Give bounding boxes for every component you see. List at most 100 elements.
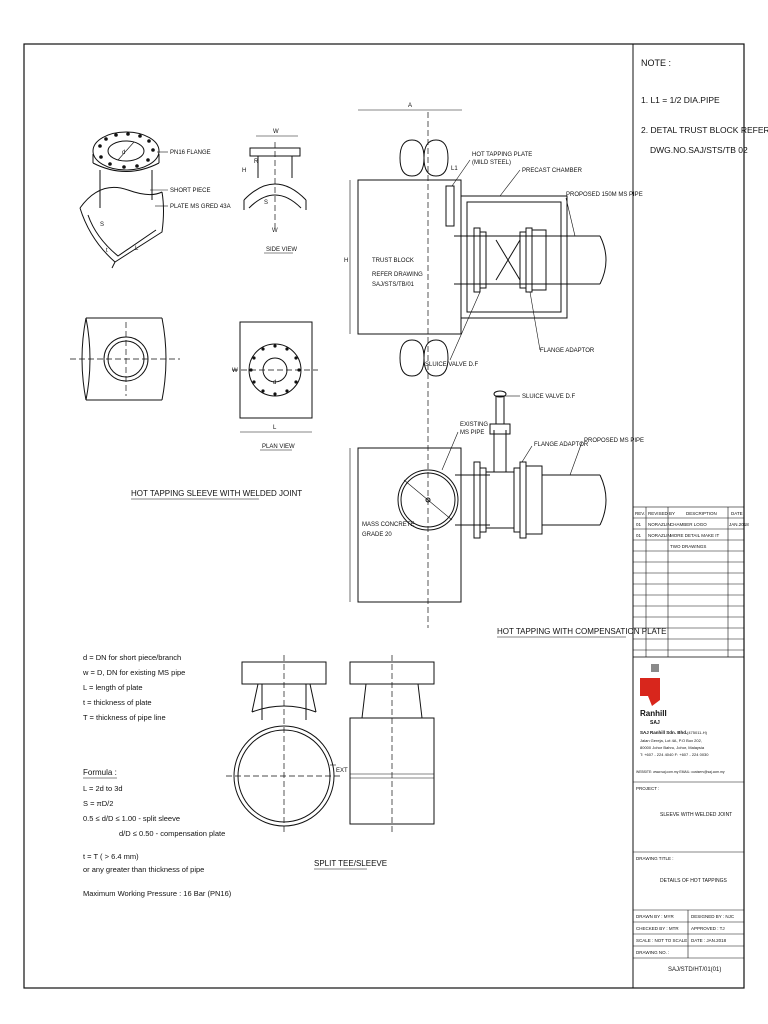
sheet-border bbox=[23, 43, 745, 989]
title-welded-joint: HOT TAPPING SLEEVE WITH WELDED JOINT bbox=[131, 489, 302, 498]
rev-row-1-desc: CHAMBER LOGO bbox=[670, 522, 707, 527]
drawing-title: DETAILS OF HOT TAPPINGS bbox=[660, 878, 728, 884]
label-mass-concrete-2: GRADE 20 bbox=[362, 532, 392, 538]
iso-dim-t: t bbox=[106, 248, 108, 254]
rev-row-3-desc: TWO DRAWINGS bbox=[670, 544, 706, 549]
side-view-title: SIDE VIEW bbox=[266, 247, 297, 253]
sleeve-side-view bbox=[349, 655, 435, 834]
side-dim-s: S bbox=[264, 200, 268, 206]
drawing-date: DATE : JAN.2018 bbox=[691, 938, 727, 943]
project-label: PROJECT : bbox=[636, 786, 659, 791]
rev-row-1-by: NORAZLIN bbox=[648, 522, 671, 527]
legend-line-4: t = thickness of plate bbox=[83, 698, 152, 707]
side-dim-w: W bbox=[273, 129, 279, 135]
formula-line-3: 0.5 ≤ d/D ≤ 1.00 - split sleeve bbox=[83, 814, 180, 823]
legend-block: d = DN for short piece/branch w = D, DN … bbox=[82, 653, 185, 722]
dim-a: A bbox=[408, 103, 412, 109]
iso-dim-s: S bbox=[100, 222, 104, 228]
iso-dim-l: L bbox=[135, 246, 139, 252]
formula-line-2: S = πD/2 bbox=[83, 799, 113, 808]
label-refer-drawing: REFER DRAWING bbox=[372, 272, 423, 278]
company-reg: (475011-H) bbox=[687, 730, 708, 735]
compensation-plate-view: SLUICE VALVE D.F EXISTING MS PIPE FLANGE… bbox=[349, 390, 644, 603]
label-proposed-pipe: PROPOSED 150M MS PIPE bbox=[566, 192, 643, 198]
side-dim-r: R bbox=[254, 159, 259, 165]
formula-block: Formula : L = 2d to 3d S = πD/2 0.5 ≤ d/… bbox=[83, 768, 232, 898]
company-logo-sub: SAJ bbox=[650, 720, 660, 726]
label-proposed-ms-pipe: PROPOSED MS PIPE bbox=[584, 438, 644, 444]
label-pn16-flange: PN16 FLANGE bbox=[170, 150, 211, 156]
drawing-no-label: DRAWING NO. : bbox=[636, 950, 669, 955]
chamber-detail: A H L1 TRUST BLOCK REFER DRAWING SAJ/STS… bbox=[344, 103, 643, 628]
iso-dim-d: d bbox=[122, 150, 125, 156]
formula-line-4: d/D ≤ 0.50 - compensation plate bbox=[119, 829, 225, 838]
company-address-2: 80000 Johor Bahru, Johor, Malaysia bbox=[640, 745, 705, 750]
max-working-pressure: Maximum Working Pressure : 16 Bar (PN16) bbox=[83, 889, 232, 898]
plan-view: d W L PLAN VIEW bbox=[232, 321, 318, 451]
company-logo-text: Ranhill bbox=[640, 709, 667, 718]
label-sluice-valve: SLUICE VALVE D.F bbox=[425, 362, 478, 368]
company-phone: T: +607 - 224 4040 F: +607 - 224 0030 bbox=[640, 752, 709, 757]
plan-dim-w: W bbox=[232, 368, 238, 374]
label-trust-block: TRUST BLOCK bbox=[372, 258, 414, 264]
pipe-top-view bbox=[70, 317, 180, 401]
company-address-1: Jalan Gereja, Lot 4A, P.O Box 202, bbox=[640, 738, 702, 743]
company-name: SAJ Ranhill Sdn. Bhd. bbox=[640, 730, 687, 735]
note-2-drawing: DWG.NO.SAJ/STS/TB 02 bbox=[650, 145, 748, 155]
rev-header-by: REVISED BY bbox=[648, 511, 675, 516]
formula-line-5: t = T ( > 6.4 mm) bbox=[83, 852, 139, 861]
company-web: WEBSITE: www.saj.com.my EMAIL: custserv@… bbox=[636, 770, 725, 774]
rev-row-1-date: JAN.2018 bbox=[729, 522, 749, 527]
notes-heading: NOTE : bbox=[641, 58, 671, 68]
label-flange-adaptor-2: FLANGE ADAPTOR bbox=[534, 442, 589, 448]
label-mild-steel: (MILD STEEL) bbox=[472, 160, 511, 166]
legend-line-5: T = thickness of pipe line bbox=[83, 713, 166, 722]
plan-view-title: PLAN VIEW bbox=[262, 444, 295, 450]
company-block: Ranhill SAJ SAJ Ranhill Sdn. Bhd. (47501… bbox=[633, 656, 744, 774]
dim-l1: L1 bbox=[451, 166, 458, 172]
note-2: 2. DETAL TRUST BLOCK REFER bbox=[641, 125, 768, 135]
checked-by: CHECKED BY : MTR bbox=[636, 926, 679, 931]
label-flange-adaptor: FLANGE ADAPTOR bbox=[540, 348, 595, 354]
drawing-number: SAJ/STD/HT/01(01) bbox=[668, 967, 721, 973]
notes-block: NOTE : 1. L1 = 1/2 DIA.PIPE 2. DETAL TRU… bbox=[641, 58, 768, 155]
legend-line-2: w = D, DN for existing MS pipe bbox=[82, 668, 185, 677]
drawn-by: DRAWN BY : MYR bbox=[636, 914, 675, 919]
label-mass-concrete-1: MASS CONCRETE bbox=[362, 522, 414, 528]
label-existing-pipe-1: EXISTING bbox=[460, 422, 488, 428]
rev-row-1-rev: 01 bbox=[636, 522, 642, 527]
side-view: W H R S W SIDE VIEW bbox=[242, 129, 307, 254]
plan-dim-d: d bbox=[273, 380, 276, 386]
rev-row-2-desc: MORE DETAIL MAKE IT bbox=[670, 533, 720, 538]
label-sluice-valve-2: SLUICE VALVE D.F bbox=[522, 394, 575, 400]
formula-line-1: L = 2d to 3d bbox=[83, 784, 123, 793]
label-precast-chamber: PRECAST CHAMBER bbox=[522, 168, 583, 174]
legend-line-1: d = DN for short piece/branch bbox=[83, 653, 181, 662]
rev-row-2-by: NORAZLIN bbox=[648, 533, 671, 538]
rev-header-desc: DESCRIPTION bbox=[686, 511, 717, 516]
label-hot-tapping-plate: HOT TAPPING PLATE bbox=[472, 152, 532, 158]
title-split-tee: SPLIT TEE/SLEEVE bbox=[314, 859, 387, 868]
company-logo bbox=[640, 664, 660, 706]
isometric-sleeve: d S t L PN16 FLANGE SHORT PIECE PLATE MS… bbox=[79, 131, 231, 269]
split-tee-view: EXT bbox=[226, 655, 348, 834]
drawing-title-label: DRAWING TITLE : bbox=[636, 856, 674, 861]
approved-by: APPROVED : TJ bbox=[691, 926, 725, 931]
project-name: SLEEVE WITH WELDED JOINT bbox=[660, 812, 732, 818]
note-1: 1. L1 = 1/2 DIA.PIPE bbox=[641, 95, 720, 105]
rev-row-2-rev: 01 bbox=[636, 533, 642, 538]
rev-header-date: DATE bbox=[731, 511, 743, 516]
split-dim-ext: EXT bbox=[336, 768, 348, 774]
formula-line-6: or any greater than thickness of pipe bbox=[83, 865, 204, 874]
formula-heading: Formula : bbox=[83, 768, 117, 777]
side-dim-w2: W bbox=[272, 228, 278, 234]
label-plate-ms: PLATE MS GRED 43A bbox=[170, 204, 231, 210]
revision-table: REV. REVISED BY DESCRIPTION DATE 01 NORA… bbox=[632, 506, 749, 658]
title-compensation-plate: HOT TAPPING WITH COMPENSATION PLATE bbox=[497, 627, 667, 636]
label-existing-pipe-2: MS PIPE bbox=[460, 430, 484, 436]
rev-header-rev: REV. bbox=[635, 511, 645, 516]
label-short-piece: SHORT PIECE bbox=[170, 188, 210, 194]
title-block: PROJECT : SLEEVE WITH WELDED JOINT DRAWI… bbox=[633, 781, 744, 973]
legend-line-3: L = length of plate bbox=[83, 683, 143, 692]
